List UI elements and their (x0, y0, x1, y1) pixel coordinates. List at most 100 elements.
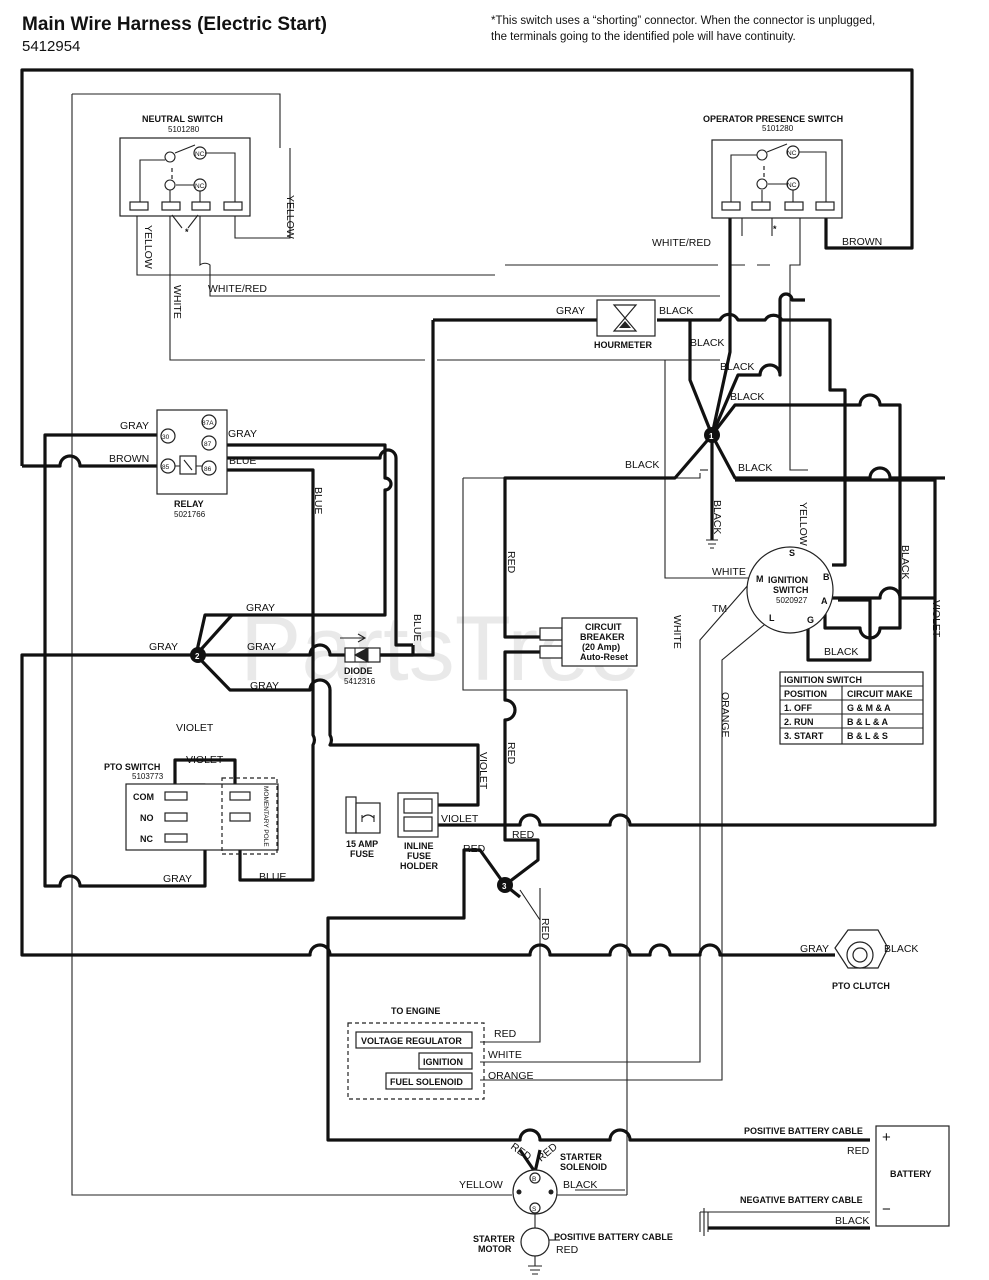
operator-nc-lower: NC (787, 182, 797, 189)
shorting-note-line-2: the terminals going to the identified po… (491, 31, 796, 43)
hourmeter-label: HOURMETER (594, 340, 652, 350)
motor-line-2: MOTOR (478, 1244, 512, 1254)
wire-label: BLUE (411, 614, 423, 641)
wire-labels: YELLOW YELLOW WHITE WHITE/RED WHITE/RED … (109, 195, 942, 1256)
table-row: B & L & A (847, 717, 889, 727)
table-header-position: POSITION (784, 689, 827, 699)
motor-positive-cable-label: POSITIVE BATTERY CABLE (554, 1232, 673, 1242)
wire-label: GRAY (246, 602, 275, 614)
diode-label: DIODE (344, 666, 373, 676)
engine-block: TO ENGINE VOLTAGE REGULATOR IGNITION FUE… (347, 1006, 485, 1100)
neutral-asterisk: * (185, 227, 189, 237)
table-title: IGNITION SWITCH (784, 675, 862, 685)
wire-label: BLACK (563, 1179, 597, 1191)
pto-clutch: PTO CLUTCH (832, 929, 890, 991)
ignition-terminal-l: L (769, 613, 775, 623)
operator-presence-switch: NC NC * OPERATOR PRESENCE SWITCH 5101280 (703, 114, 843, 234)
wire-label: YELLOW (284, 195, 296, 239)
engine-ignition: IGNITION (423, 1057, 463, 1067)
pto-momentary-label: MOMENTARY POLE (262, 786, 269, 847)
splice-3: 3 (502, 882, 507, 891)
ground-symbols (706, 539, 718, 549)
table-row: 3. START (784, 731, 824, 741)
wire-label: RED (847, 1145, 870, 1157)
wire-label: BLACK (730, 391, 764, 403)
hourmeter: HOURMETER (594, 299, 656, 350)
wire-label: YELLOW (142, 225, 154, 269)
battery-minus: − (882, 1201, 891, 1218)
splices: 1 2 3 (190, 427, 720, 893)
inline-fuse-holder: INLINE FUSE HOLDER (397, 792, 439, 871)
wire-label: RED (494, 1028, 517, 1040)
wire-label: WHITE (712, 566, 746, 578)
engine-voltage-regulator: VOLTAGE REGULATOR (361, 1036, 462, 1046)
relay: 30 87A 87 85 86 RELAY 5021766 (156, 409, 228, 519)
breaker-line-4: Auto-Reset (580, 652, 628, 662)
table-row: G & M & A (847, 703, 891, 713)
fuse-15-line-1: 15 AMP (346, 839, 378, 849)
wire-label: BROWN (109, 453, 149, 465)
battery-plus: + (882, 1129, 891, 1146)
operator-nc-upper: NC (787, 150, 797, 157)
relay-pin-87a: 87A (202, 420, 214, 427)
wire-label: ORANGE (719, 692, 731, 738)
operator-switch-part: 5101280 (762, 124, 794, 133)
relay-pin-86: 86 (204, 466, 212, 473)
solenoid-line-2: SOLENOID (560, 1162, 608, 1172)
relay-pin-85: 85 (162, 464, 170, 471)
wire-label: BLUE (229, 455, 256, 467)
ignition-part: 5020927 (776, 596, 808, 605)
starter-motor: S STARTER MOTOR (473, 1206, 550, 1275)
watermark-tm: TM (712, 603, 727, 615)
wire-label: VIOLET (477, 752, 489, 790)
pto-switch-label: PTO SWITCH (104, 762, 160, 772)
diode: DIODE 5412316 (340, 633, 381, 686)
shorting-note-line-1: *This switch uses a “shorting” connector… (491, 15, 875, 27)
diode-part: 5412316 (344, 677, 376, 686)
wire-label: RED (505, 742, 517, 765)
pto-switch: COM NO NC MOMENTARY POLE PTO SWITCH 5103… (104, 762, 279, 855)
wire-label: WHITE/RED (652, 237, 711, 249)
thick-wires (20, 68, 945, 1230)
neutral-switch-part: 5101280 (168, 125, 200, 134)
neutral-nc-upper: NC (195, 151, 205, 158)
wire-label: BLACK (690, 337, 724, 349)
wire-label: BLACK (884, 943, 918, 955)
wire-label: GRAY (250, 680, 279, 692)
wire-label: BLACK (899, 545, 911, 579)
wire-label: RED (539, 918, 551, 941)
wire-label: BLACK (835, 1215, 869, 1227)
ignition-line-1: IGNITION (768, 575, 808, 585)
wire-label: GRAY (228, 428, 257, 440)
splice-2: 2 (195, 652, 200, 661)
negative-battery-cable-label: NEGATIVE BATTERY CABLE (740, 1195, 863, 1205)
circuit-breaker: CIRCUIT BREAKER (20 Amp) Auto-Reset (539, 617, 638, 667)
neutral-nc-lower: NC (195, 183, 205, 190)
starter-solenoid: B STARTER SOLENOID (512, 1152, 608, 1215)
wire-label: BLUE (312, 487, 324, 514)
table-row: 2. RUN (784, 717, 814, 727)
wire-label: GRAY (247, 641, 276, 653)
fuse-15-amp: 15 AMP FUSE (345, 796, 381, 859)
ignition-table: IGNITION SWITCH POSITION CIRCUIT MAKE 1.… (779, 671, 924, 745)
neutral-terminal-3 (191, 201, 211, 211)
wire-label: RED (463, 843, 486, 855)
neutral-terminal-2 (161, 201, 181, 211)
positive-battery-cable-label: POSITIVE BATTERY CABLE (744, 1126, 863, 1136)
pto-pos-no: NO (140, 813, 154, 823)
neutral-switch: NC NC * NEUTRAL SWITCH 5101280 (119, 114, 251, 237)
wire-label: GRAY (149, 641, 178, 653)
breaker-line-2: BREAKER (580, 632, 625, 642)
solenoid-b: B (532, 1176, 536, 1183)
ignition-switch: IGNITION SWITCH 5020927 S M B A L G (746, 546, 834, 634)
wire-label: GRAY (120, 420, 149, 432)
ignition-line-2: SWITCH (773, 585, 809, 595)
pto-switch-part: 5103773 (132, 772, 164, 781)
wire-label: BLACK (659, 305, 693, 317)
breaker-line-1: CIRCUIT (585, 622, 622, 632)
relay-part: 5021766 (174, 510, 206, 519)
part-number: 5412954 (22, 38, 80, 55)
motor-s: S (532, 1206, 537, 1213)
wire-label: RED (508, 1141, 533, 1164)
pto-pos-com: COM (133, 792, 154, 802)
